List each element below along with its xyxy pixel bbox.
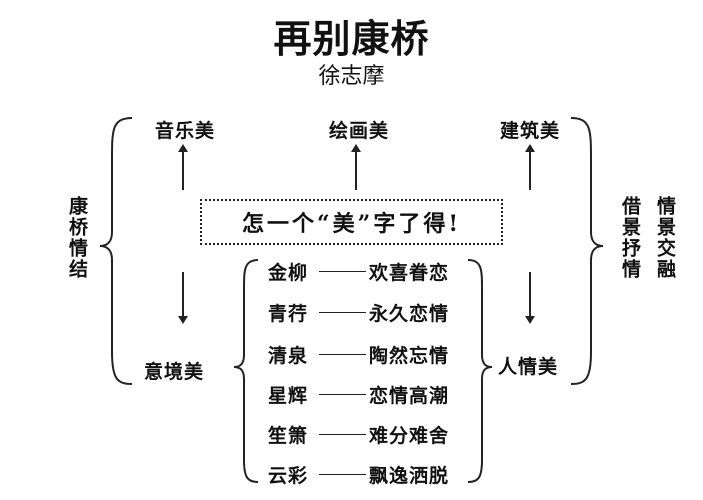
pair-dash — [319, 271, 366, 272]
label-human-beauty: 人情美 — [498, 356, 559, 378]
image-word: 云彩 — [268, 465, 309, 487]
center-banner: 怎一个“美”字了得! — [200, 199, 503, 245]
left-vertical-label: 康桥情结 — [66, 196, 88, 280]
image-word: 笙箫 — [268, 425, 309, 447]
pair-dash — [319, 434, 366, 435]
pair-dash — [319, 474, 366, 475]
image-meaning: 飘逸洒脱 — [369, 465, 450, 487]
image-pair-row: 星辉 恋情高潮 — [268, 381, 468, 407]
right-outer-brace — [570, 117, 604, 385]
pair-dash — [319, 312, 366, 313]
author-name: 徐志摩 — [318, 64, 385, 89]
image-pair-row: 云彩 飘逸洒脱 — [268, 461, 468, 487]
image-word: 清泉 — [268, 345, 309, 367]
image-meaning: 陶然忘情 — [369, 345, 450, 367]
image-meaning: 恋情高潮 — [369, 385, 450, 407]
image-pair-row: 笙箫 难分难舍 — [268, 421, 468, 447]
image-word: 青荇 — [268, 303, 309, 325]
label-music-beauty: 音乐美 — [155, 120, 216, 142]
inner-right-brace — [467, 259, 493, 483]
image-word: 金柳 — [268, 262, 309, 284]
image-meaning: 欢喜眷恋 — [369, 262, 450, 284]
image-meaning: 永久恋情 — [369, 303, 450, 325]
pair-dash — [319, 354, 366, 355]
label-painting-beauty: 绘画美 — [329, 120, 390, 142]
left-outer-brace — [99, 117, 133, 385]
image-pair-row: 清泉 陶然忘情 — [268, 341, 468, 367]
label-architecture-beauty: 建筑美 — [500, 120, 561, 142]
image-pair-row: 青荇 永久恋情 — [268, 299, 468, 325]
image-meaning: 难分难舍 — [369, 425, 450, 447]
right-vertical-label-2: 情景交融 — [654, 196, 676, 280]
right-vertical-label-1: 借景抒情 — [619, 196, 641, 280]
image-pair-row: 金柳 欢喜眷恋 — [268, 258, 468, 284]
page-title: 再别康桥 — [273, 16, 430, 61]
label-mood-beauty: 意境美 — [144, 361, 205, 383]
image-word: 星辉 — [268, 385, 309, 407]
pair-dash — [319, 394, 366, 395]
inner-left-brace — [233, 259, 259, 483]
